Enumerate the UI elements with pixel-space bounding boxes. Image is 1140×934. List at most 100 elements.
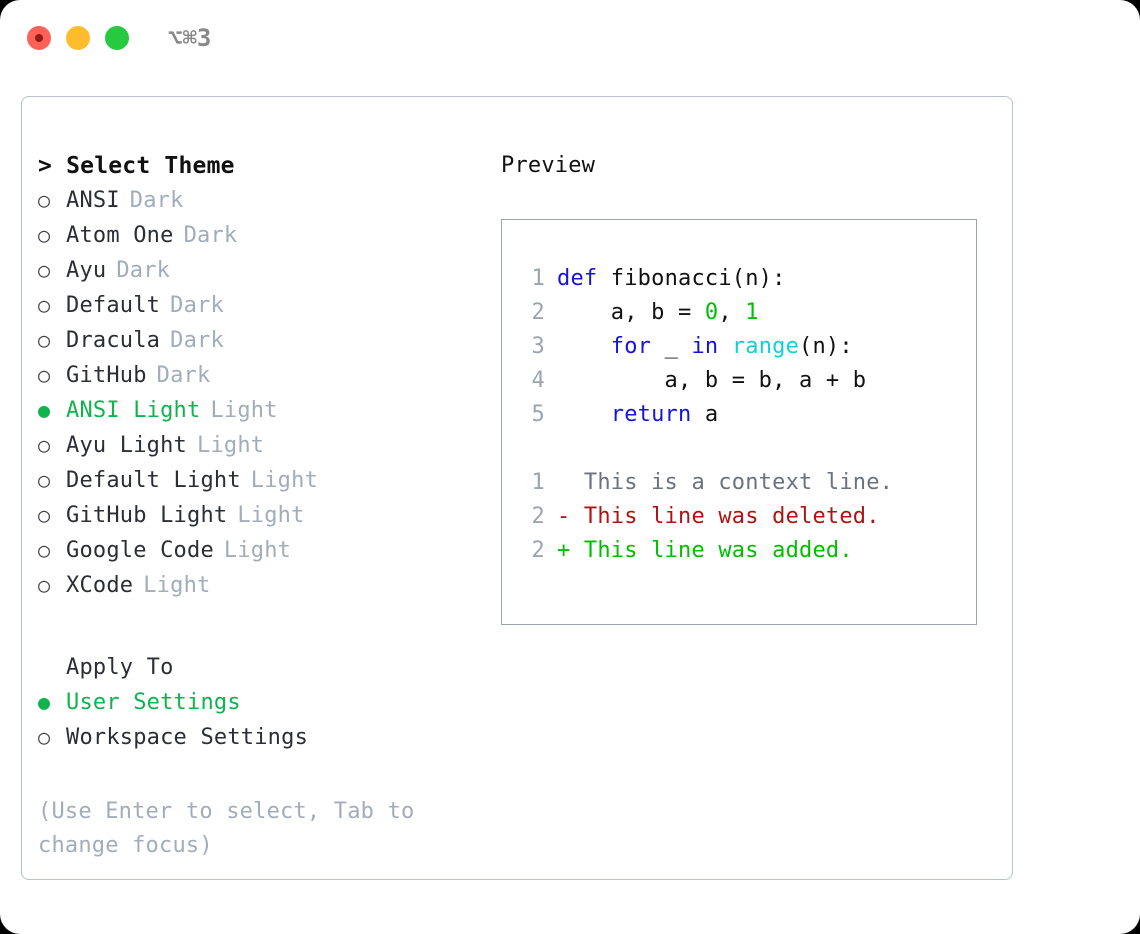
- theme-option-variant: Dark: [170, 328, 224, 353]
- line-number: 4: [531, 368, 545, 393]
- token-id: (n):: [799, 334, 853, 359]
- token-kw: return: [610, 402, 692, 427]
- token-id: [557, 334, 611, 359]
- keyboard-hint-text: (Use Enter to select, Tab to change focu…: [38, 799, 428, 858]
- token-id: [557, 402, 611, 427]
- keyboard-shortcut-label: ⌥⌘3: [168, 24, 212, 52]
- diff-text: + This line was added.: [557, 538, 853, 563]
- theme-option-label: Default Light: [66, 468, 241, 493]
- theme-option-default-light[interactable]: ○ Default Light Light: [38, 463, 498, 498]
- theme-option-label: Default: [66, 293, 161, 318]
- theme-option-label: XCode: [66, 573, 134, 598]
- theme-option-variant: Dark: [129, 188, 184, 213]
- theme-option-github[interactable]: ○ GitHub Dark: [38, 358, 498, 393]
- line-number: 2: [531, 538, 545, 563]
- theme-option-label: GitHub: [66, 363, 147, 388]
- title-bar: ⌥⌘3: [0, 0, 1140, 76]
- radio-unselected-icon: ○: [38, 188, 51, 212]
- code-line: 5 return a: [519, 398, 976, 432]
- radio-unselected-icon: ○: [38, 573, 51, 597]
- line-number: 3: [531, 334, 545, 359]
- line-number: 1: [531, 470, 545, 495]
- theme-option-label: Dracula: [66, 328, 161, 353]
- token-kw: in: [691, 334, 719, 359]
- theme-option-label: GitHub Light: [66, 503, 228, 528]
- token-id: a, b = b, a + b: [557, 368, 867, 393]
- theme-option-variant: Light: [223, 538, 292, 563]
- code-line: 1 def fibonacci(n):: [519, 262, 976, 296]
- line-number: 2: [531, 504, 545, 529]
- radio-unselected-icon: ○: [38, 363, 51, 387]
- token-fn: range: [731, 334, 800, 359]
- apply-to-option-user-settings[interactable]: ● User Settings: [38, 685, 498, 720]
- token-num: 1: [745, 300, 759, 325]
- theme-option-variant: Dark: [156, 363, 211, 388]
- code-line: 2 a, b = 0, 1: [519, 296, 976, 330]
- diff-line-ctx: 1 This is a context line.: [519, 466, 976, 500]
- theme-option-ansi[interactable]: ○ ANSI Dark: [38, 183, 498, 218]
- token-id: [718, 334, 731, 359]
- diff-text: - This line was deleted.: [557, 504, 880, 529]
- close-button[interactable]: [27, 26, 51, 50]
- code-text: a, b = b, a + b: [557, 364, 867, 398]
- apply-to-title: Apply To: [66, 655, 174, 680]
- theme-option-label: Ayu: [66, 258, 107, 283]
- minimize-button[interactable]: [66, 26, 90, 50]
- apply-to-option-label: Workspace Settings: [66, 725, 309, 750]
- token-id: _: [651, 334, 692, 359]
- code-diff-spacer: [519, 432, 976, 466]
- token-num: 0: [704, 300, 719, 325]
- theme-option-default[interactable]: ○ Default Dark: [38, 288, 498, 323]
- radio-unselected-icon: ○: [38, 433, 51, 457]
- token-kw: for: [610, 334, 652, 359]
- line-number: 5: [531, 402, 545, 427]
- theme-option-variant: Dark: [183, 223, 238, 248]
- code-text: a, b = 0, 1: [557, 296, 759, 330]
- line-number: 2: [531, 300, 545, 325]
- apply-to-list[interactable]: ● User Settings ○ Workspace Settings: [38, 685, 498, 755]
- line-number: 1: [531, 266, 545, 291]
- maximize-button[interactable]: [105, 26, 129, 50]
- code-text: for _ in range(n):: [557, 330, 853, 364]
- theme-option-variant: Dark: [170, 293, 224, 318]
- token-id: fibonacci(n):: [597, 266, 786, 291]
- theme-option-label: Ayu Light: [66, 433, 188, 458]
- code-line: 4 a, b = b, a + b: [519, 364, 976, 398]
- code-line: 3 for _ in range(n):: [519, 330, 976, 364]
- radio-selected-icon: ●: [38, 690, 51, 714]
- apply-to-option-label: User Settings: [66, 690, 241, 715]
- apply-to-option-workspace-settings[interactable]: ○ Workspace Settings: [38, 720, 498, 755]
- radio-unselected-icon: ○: [38, 223, 51, 247]
- token-kw: def: [557, 266, 598, 291]
- code-text: return a: [557, 398, 718, 432]
- radio-unselected-icon: ○: [38, 538, 51, 562]
- theme-option-label: ANSI Light: [66, 398, 201, 423]
- theme-option-variant: Light: [237, 503, 305, 528]
- diff-line-add: 2 + This line was added.: [519, 534, 976, 568]
- diff-line-del: 2 - This line was deleted.: [519, 500, 976, 534]
- theme-option-label: ANSI: [66, 188, 120, 213]
- radio-unselected-icon: ○: [38, 293, 51, 317]
- page-title: > Select Theme: [38, 153, 235, 179]
- theme-option-variant: Light: [250, 468, 319, 493]
- theme-option-variant: Dark: [116, 258, 171, 283]
- diff-sample: 1 This is a context line. 2 - This line wa…: [519, 466, 976, 568]
- radio-unselected-icon: ○: [38, 725, 51, 749]
- code-text: def fibonacci(n):: [557, 262, 786, 296]
- preview-title: Preview: [501, 153, 596, 178]
- radio-unselected-icon: ○: [38, 468, 51, 492]
- radio-selected-icon: ●: [38, 398, 51, 422]
- token-id: a: [691, 402, 719, 427]
